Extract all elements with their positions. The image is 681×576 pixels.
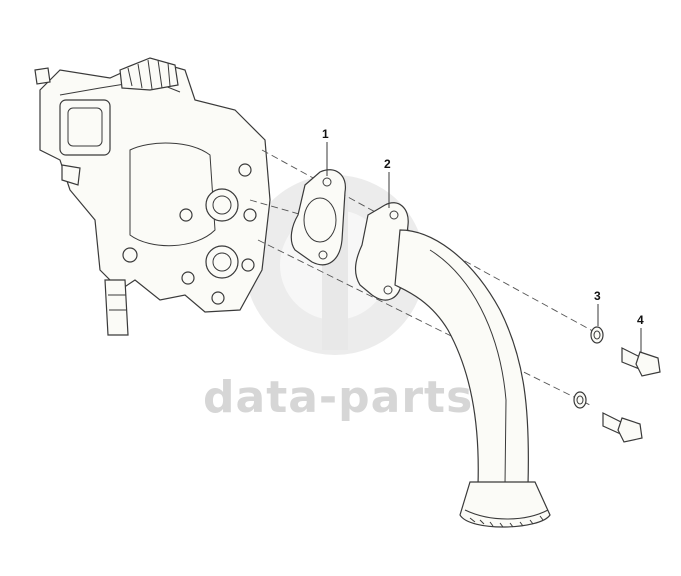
watermark-text: data-parts: [203, 372, 474, 423]
callout-2: 2: [384, 157, 391, 171]
callout-1: 1: [322, 127, 329, 141]
callout-4: 4: [637, 313, 644, 327]
gasket-part-1: [290, 169, 347, 266]
washer-part-3: [573, 326, 604, 409]
pipe-part-2: [354, 202, 551, 528]
pump-housing: [34, 57, 271, 336]
leader-lines: [326, 142, 642, 352]
callout-3: 3: [594, 289, 601, 303]
bolt-part-4: [602, 347, 661, 443]
